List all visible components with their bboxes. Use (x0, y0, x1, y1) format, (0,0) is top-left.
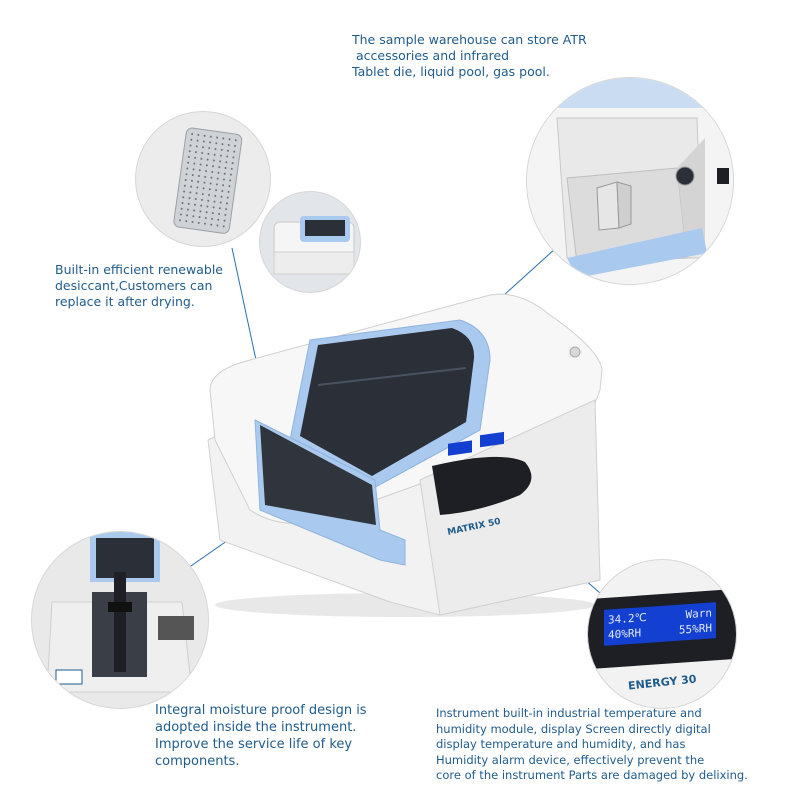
humidity-alarm-threshold: 55%RH (678, 621, 712, 637)
brand-label: ENERGY 30 (627, 672, 698, 693)
caption-desiccant: Built-in efficient renewable desiccant,C… (55, 262, 223, 309)
caption-moisture-proof: Integral moisture proof design is adopte… (155, 703, 367, 769)
desiccant-box-zoom (260, 192, 360, 292)
interior-moisture-proof-zoom (32, 532, 208, 708)
leader-line-desiccant (231, 247, 257, 361)
lcd-display-zoom: 34.2℃ Warn 40%RH 55%RH ENERGY 30 (588, 560, 736, 708)
instrument-illustration: MATRIX 50 (207, 293, 603, 617)
sample-warehouse-zoom (527, 78, 733, 284)
caption-sample-warehouse: The sample warehouse can store ATR acces… (352, 32, 587, 79)
desiccant-plate-zoom (136, 112, 270, 246)
humidity-reading: 40%RH (608, 626, 642, 642)
caption-temperature-humidity: Instrument built-in industrial temperatu… (436, 706, 748, 782)
